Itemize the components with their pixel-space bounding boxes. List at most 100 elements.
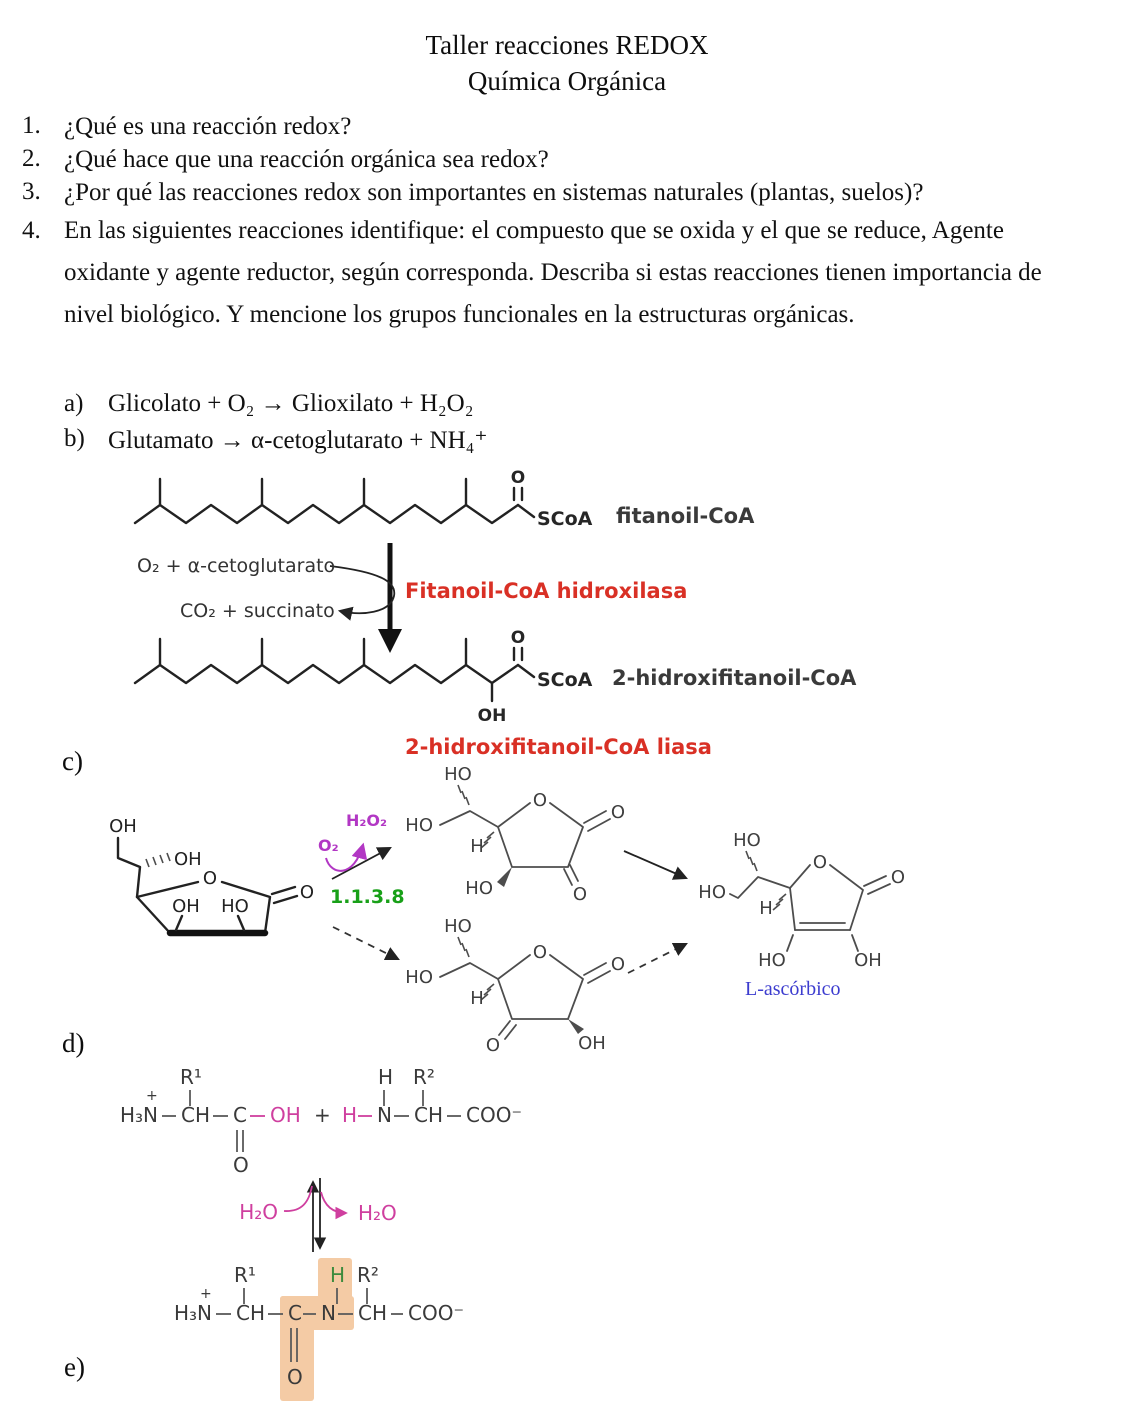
coo-label: COO⁻ [466,1103,522,1127]
h2o-released-label: H₂O [239,1200,278,1224]
ho-label: HO [698,882,726,903]
fitanoyl-coa-diagram: O SCoA fitanoil-CoA O₂ + α-cetoglutarato… [133,468,857,757]
enzyme-lyase-label: 2-hidroxifitanoil-CoA liasa [405,735,712,757]
fitanoyl-coa-structure: O SCoA fitanoil-CoA [133,468,755,530]
section-d-label: d) [62,1028,85,1058]
ch-label: CH [181,1103,210,1127]
n-label: N [377,1103,392,1127]
oh-label: OH [854,950,882,971]
section-e-label: e) [64,1352,85,1382]
question-number: 1. [22,112,41,139]
ho-label: HO [733,830,761,851]
cofactors-out-label: CO₂ + succinato [180,600,335,622]
amide-h-label: H [330,1263,345,1287]
arrow-to-ascorbate [623,850,688,880]
r1-label: R¹ [234,1263,256,1287]
question-2: 2. ¿Qué hace que una reacción orgánica s… [22,145,1059,175]
page-title: Taller reacciones REDOX [425,30,709,60]
wedge-bond [497,867,512,887]
substrate-name: fitanoil-CoA [616,504,755,528]
lactone-o-label: O [611,954,625,975]
peptide-n-label: N [321,1301,336,1325]
product-name: 2-hidroxifitanoil-CoA [612,666,857,690]
carbonyl-o-label: O [287,1365,303,1389]
question-number: 4. [22,217,41,244]
question-text: ¿Qué es una reacción redox? [64,113,352,140]
plus-sign: + [314,1103,331,1127]
dashed-arrow-to-ascorbate [627,943,688,974]
r2-label: R² [357,1263,379,1287]
gulonolactone-structure: OH OH O O OH HO [109,816,314,937]
oh-label: OH [172,896,200,917]
oh-label: OH [174,849,202,870]
lactone-o-label: O [611,802,625,823]
carbonyl-o-label: O [511,628,525,648]
arrowhead [378,629,402,653]
hydroxyfitanoyl-coa-structure: O SCoA OH 2-hidroxifitanoil-CoA [133,628,857,726]
oh-label: OH [578,1033,606,1054]
ch-label: CH [358,1301,387,1325]
reaction-text: Glicolato + O₂ → Glioxilato + H₂O₂ [108,390,474,417]
ho-label: HO [465,878,493,899]
c-label: C [233,1103,247,1127]
ec-number-label: 1.1.3.8 [330,886,405,908]
question-1: 1. ¿Qué es una reacción redox? [22,112,1059,142]
wedge-bond [568,1019,584,1034]
h-label: H [759,898,773,919]
reaction-b: b) Glutamato → α-cetoglutarato + NH₄⁺ [64,425,488,455]
ketone-o-label: O [573,884,587,905]
ring-o-label: O [533,790,547,811]
ketone-o-label: O [486,1035,500,1055]
lactone-o-label: O [891,867,905,888]
ascorbate-pathway-diagram: OH OH O O OH HO O₂ H₂O₂ 1.1.3.8 [109,764,905,1055]
ch-label: CH [414,1103,443,1127]
ho-label: HO [444,916,472,937]
h3n-label: H₃N [120,1103,158,1127]
condensation-equilibrium: H₂O H₂O [239,1178,397,1252]
h2o-added-label: H₂O [358,1201,397,1225]
r1-label: R¹ [180,1065,202,1089]
alpha-oh-label: OH [478,706,507,726]
h3n-label: H₃N [174,1301,212,1325]
ch-label: CH [236,1301,265,1325]
r2-label: R² [413,1065,435,1089]
leaving-h-label: H [342,1103,357,1127]
o2-label: O₂ [318,836,339,855]
question-text: ¿Qué hace que una reacción orgánica sea … [64,146,549,173]
plus-charge: + [146,1088,158,1104]
peptide-c-label: C [288,1301,302,1325]
ascorbic-name-label: L-ascórbico [745,978,841,1000]
leaving-oh-label: OH [270,1103,301,1127]
keto-lactone-top-structure: O O O HO H HO HO [405,764,625,905]
coo-label: COO⁻ [408,1301,464,1325]
amino-acids-reactants: H₃N + CH C OH + H N CH COO⁻ R¹ H R² O [120,1065,522,1177]
carbonyl-o-label: O [233,1153,249,1177]
keto-lactone-bottom-structure: O O O OH H HO HO [405,916,625,1055]
ring-o-label: O [813,852,827,873]
reaction-label: a) [64,390,84,417]
ho-label: HO [221,896,249,917]
page-subtitle: Química Orgánica [467,66,667,96]
ring-o-label: O [533,942,547,963]
ho-label: HO [405,815,433,836]
amine-h-label: H [378,1065,393,1089]
oxidase-arrows: O₂ H₂O₂ 1.1.3.8 [318,811,405,961]
h-label: H [470,988,484,1009]
ho-label: HO [405,967,433,988]
reaction-label: b) [64,425,85,452]
ring-o-label: O [203,868,217,889]
enzyme-hydroxylase-label: Fitanoil-CoA hidroxilasa [405,579,687,603]
lactone-o-label: O [300,882,314,903]
plus-charge: + [200,1286,212,1302]
ho-label: HO [444,764,472,785]
peptide-bond-diagram: H₃N + CH C OH + H N CH COO⁻ R¹ H R² O [120,1065,522,1401]
question-number: 2. [22,145,41,172]
reaction-text: Glutamato → α-cetoglutarato + NH₄⁺ [108,427,488,454]
oh-label: OH [109,816,137,837]
question-3: 3. ¿Por qué las reacciones redox son imp… [22,178,1059,208]
question-text: ¿Por qué las reacciones redox son import… [64,179,924,206]
h-label: H [470,836,484,857]
scoa-label: SCoA [537,669,593,691]
reaction-a: a) Glicolato + O₂ → Glioxilato + H₂O₂ [64,390,473,418]
